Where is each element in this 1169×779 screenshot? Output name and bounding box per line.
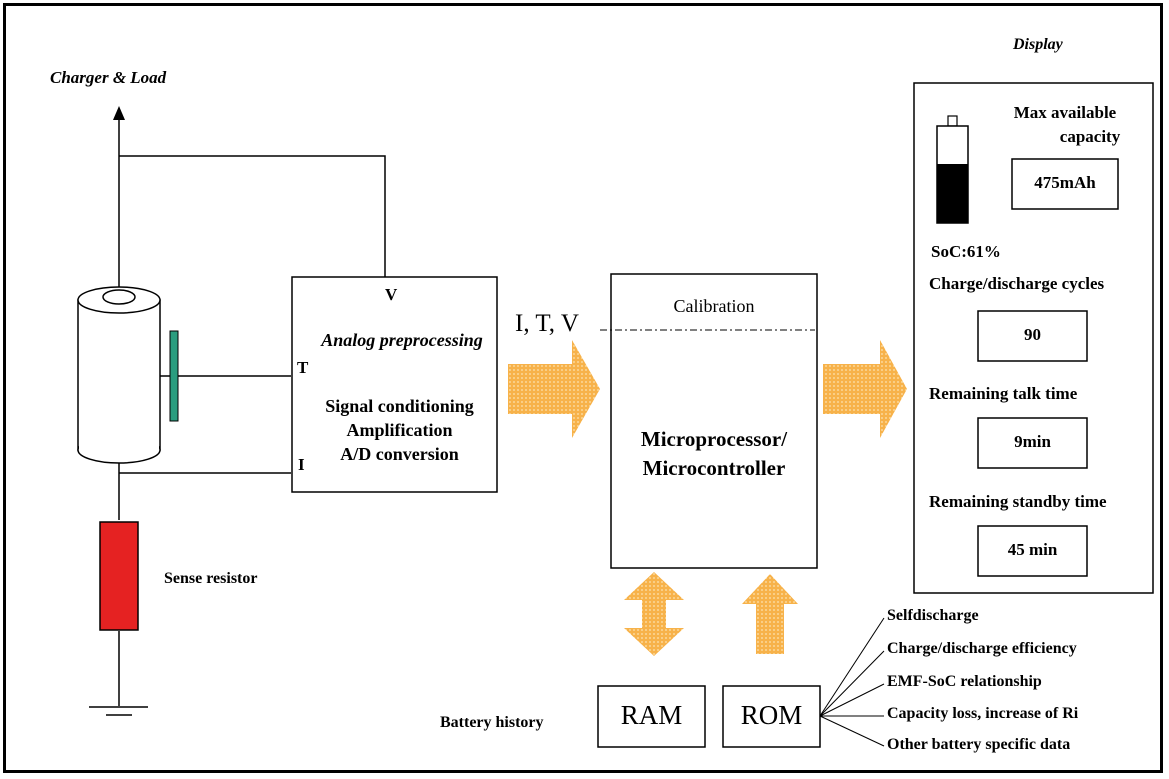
ram-box	[597, 685, 706, 748]
data-arrow-right-icon	[508, 340, 600, 438]
battery-history-label: Battery history	[440, 714, 544, 731]
current-input-label: I	[298, 455, 305, 474]
ad-conversion-label: A/D conversion	[340, 444, 459, 464]
signal-conditioning-label: Signal conditioning	[325, 396, 474, 416]
ram-double-arrow-icon	[624, 572, 684, 656]
battery-level-icon	[936, 115, 969, 224]
max-capacity-label-line2: capacity	[1059, 127, 1121, 146]
cycles-value-box	[977, 310, 1088, 362]
max-capacity-value: 475mAh	[1034, 173, 1096, 192]
calibration-label: Calibration	[673, 296, 755, 316]
standby-time-value-box	[977, 525, 1088, 577]
temperature-input-label: T	[297, 358, 309, 377]
talk-time-label: Remaining talk time	[929, 384, 1078, 403]
battery-cell-icon	[77, 286, 161, 464]
talk-time-value: 9min	[1014, 432, 1051, 451]
amplification-label: Amplification	[346, 420, 453, 440]
sense-resistor-shape	[99, 521, 139, 631]
talk-time-value-box	[977, 417, 1088, 469]
analog-preprocessing-box	[291, 276, 498, 493]
rom-item-selfdischarge: Selfdischarge	[887, 607, 979, 624]
charger-load-label: Charger & Load	[50, 68, 167, 87]
voltage-input-label: V	[385, 285, 398, 304]
standby-time-value: 45 min	[1007, 540, 1058, 559]
rom-label: ROM	[740, 700, 803, 730]
rom-connector-lines	[819, 617, 885, 747]
rom-up-arrow-icon	[742, 574, 798, 654]
soc-label: SoC:61%	[931, 242, 1001, 261]
rom-item-capacity-loss: Capacity loss, increase of Ri	[887, 705, 1079, 722]
rom-item-emf-soc: EMF-SoC relationship	[887, 673, 1042, 690]
cycles-value: 90	[1024, 325, 1041, 344]
ram-label: RAM	[620, 700, 683, 730]
rom-item-efficiency: Charge/discharge efficiency	[887, 640, 1077, 657]
up-arrow-icon	[113, 106, 125, 120]
diagram-frame	[3, 3, 1163, 773]
capacity-value-box	[1011, 158, 1119, 210]
temperature-sensor-strip	[169, 330, 179, 422]
itv-signals-label: I, T, V	[515, 310, 579, 337]
microprocessor-label: Microprocessor/	[640, 427, 788, 451]
standby-time-label: Remaining standby time	[929, 492, 1107, 511]
sense-resistor-label: Sense resistor	[164, 570, 258, 587]
display-arrow-right-icon	[823, 340, 907, 438]
display-label: Display	[1013, 36, 1063, 53]
cycles-label: Charge/discharge cycles	[929, 274, 1105, 293]
rom-item-other-data: Other battery specific data	[887, 736, 1071, 753]
analog-preprocessing-title: Analog preprocessing	[321, 330, 483, 350]
wire-voltage	[119, 155, 386, 278]
microprocessor-box	[610, 273, 818, 569]
rom-box	[722, 685, 821, 748]
max-capacity-label-line1: Max available	[1013, 103, 1117, 122]
microcontroller-label: Microcontroller	[642, 456, 786, 480]
